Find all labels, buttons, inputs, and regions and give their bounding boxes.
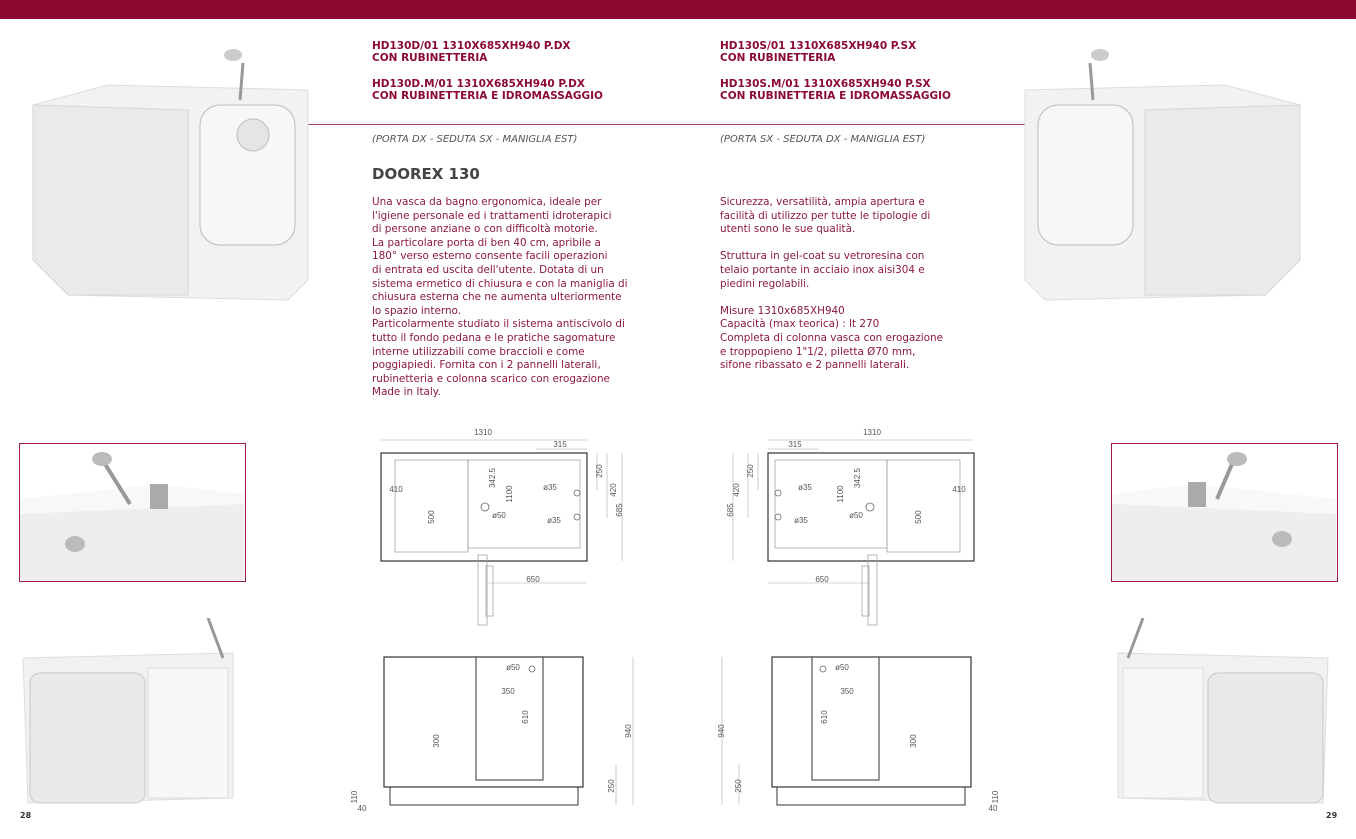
page-number-left: 28 <box>20 811 32 820</box>
left-dim-1100-label: 1100 <box>505 485 514 503</box>
left-plan-door-handle <box>485 565 494 617</box>
right-dim-1100-label: 1100 <box>836 485 845 503</box>
left-dim-tap2-label: ø35 <box>547 516 561 525</box>
configuration-note-left: (PORTA DX - SEDUTA SX - MANIGLIA EST) <box>372 134 578 145</box>
left-plan-tap-hole-2 <box>573 513 581 521</box>
right-dim-tap2-label: ø35 <box>794 516 808 525</box>
left-elevation-drain-hole <box>528 665 536 673</box>
left-dim-basin-width-label: 500 <box>427 510 436 524</box>
right-elevation-outline <box>771 656 972 788</box>
right-dim-seat-label: 315 <box>788 440 802 449</box>
right-plan-tap-hole-2 <box>774 513 782 521</box>
left-dim-height-label: 940 <box>624 724 633 738</box>
bathtub-photo-left-main <box>32 49 309 301</box>
right-plan-door-handle <box>861 565 870 617</box>
right-elevation-base <box>776 786 966 806</box>
right-dim-door-offset-label: 650 <box>815 575 829 584</box>
right-plan-tap-hole-1 <box>774 489 782 497</box>
left-dim-342-label: 342.5 <box>488 467 497 488</box>
right-dim-seat-height-label: 300 <box>909 734 918 748</box>
left-elevation-door <box>475 656 544 781</box>
right-dim-height-label: 940 <box>717 724 726 738</box>
left-plan-door-panel <box>477 554 488 626</box>
right-plan-door-panel <box>867 554 878 626</box>
right-dim-sill-label: 250 <box>734 779 743 793</box>
bathtub-photo-right-open <box>1117 618 1329 804</box>
left-plan-outline <box>380 452 588 562</box>
right-dim-685-label: 685 <box>726 503 735 517</box>
left-dim-length-label: 1310 <box>474 428 492 437</box>
left-dim-door-width-label: 350 <box>501 687 515 696</box>
left-plan-seat <box>467 459 581 549</box>
right-dim-342-label: 342.5 <box>853 467 862 488</box>
right-dim-door-width-label: 350 <box>840 687 854 696</box>
right-dim-420-label: 420 <box>732 483 741 497</box>
left-dim-door-height-label: 610 <box>521 710 530 724</box>
description-right: Sicurezza, versatilità, ampia apertura e… <box>720 196 943 372</box>
left-dim-door-offset-label: 650 <box>526 575 540 584</box>
left-dim-basin-length-label: 410 <box>389 485 403 494</box>
left-plan-drain-hole <box>480 502 490 512</box>
left-dim-seat-height-label: 300 <box>432 734 441 748</box>
right-dim-basin-width-label: 500 <box>914 510 923 524</box>
left-dim-foot-label: 40 <box>358 804 367 813</box>
right-plan-drain-hole <box>865 502 875 512</box>
left-dim-sill-label: 250 <box>607 779 616 793</box>
left-dim-420-label: 420 <box>609 483 618 497</box>
detail-photo-right <box>1111 443 1338 582</box>
left-dim-drain-label: ø50 <box>492 511 506 520</box>
left-elevation-base <box>389 786 579 806</box>
page-number-right: 29 <box>1326 811 1338 820</box>
left-dim-250-label: 250 <box>595 464 604 478</box>
left-dim-tap1-label: ø35 <box>543 483 557 492</box>
right-dim-250-label: 250 <box>746 464 755 478</box>
right-dim-length-label: 1310 <box>863 428 881 437</box>
detail-photo-left <box>19 443 246 582</box>
left-dim-seat-label: 315 <box>553 440 567 449</box>
right-dim-base-label: 110 <box>991 790 1000 803</box>
header-bar <box>0 0 1356 19</box>
right-dim-door-height-label: 610 <box>820 710 829 724</box>
left-dim-elev-drain-label: ø50 <box>506 663 520 672</box>
left-elevation-outline <box>383 656 584 788</box>
left-plan-tap-hole-1 <box>573 489 581 497</box>
divider-line <box>272 124 1082 125</box>
right-plan-basin <box>886 459 961 553</box>
right-elevation-door <box>811 656 880 781</box>
left-plan-basin <box>394 459 469 553</box>
bathtub-photo-right-main <box>1024 49 1301 301</box>
right-elevation-drain-hole <box>819 665 827 673</box>
right-plan-seat <box>774 459 888 549</box>
product-title: DOOREX 130 <box>372 165 480 183</box>
bathtub-photo-left-open <box>22 618 234 804</box>
right-plan-outline <box>767 452 975 562</box>
right-dim-foot-label: 40 <box>989 804 998 813</box>
right-dim-elev-drain-label: ø50 <box>835 663 849 672</box>
right-dim-tap1-label: ø35 <box>798 483 812 492</box>
description-left: Una vasca da bagno ergonomica, ideale pe… <box>372 196 628 399</box>
left-dim-base-label: 110 <box>350 790 359 803</box>
left-dim-685-label: 685 <box>615 503 624 517</box>
right-dim-drain-label: ø50 <box>849 511 863 520</box>
right-dim-basin-length-label: 410 <box>952 485 966 494</box>
configuration-note-right: (PORTA SX - SEDUTA DX - MANIGLIA EST) <box>720 134 926 145</box>
